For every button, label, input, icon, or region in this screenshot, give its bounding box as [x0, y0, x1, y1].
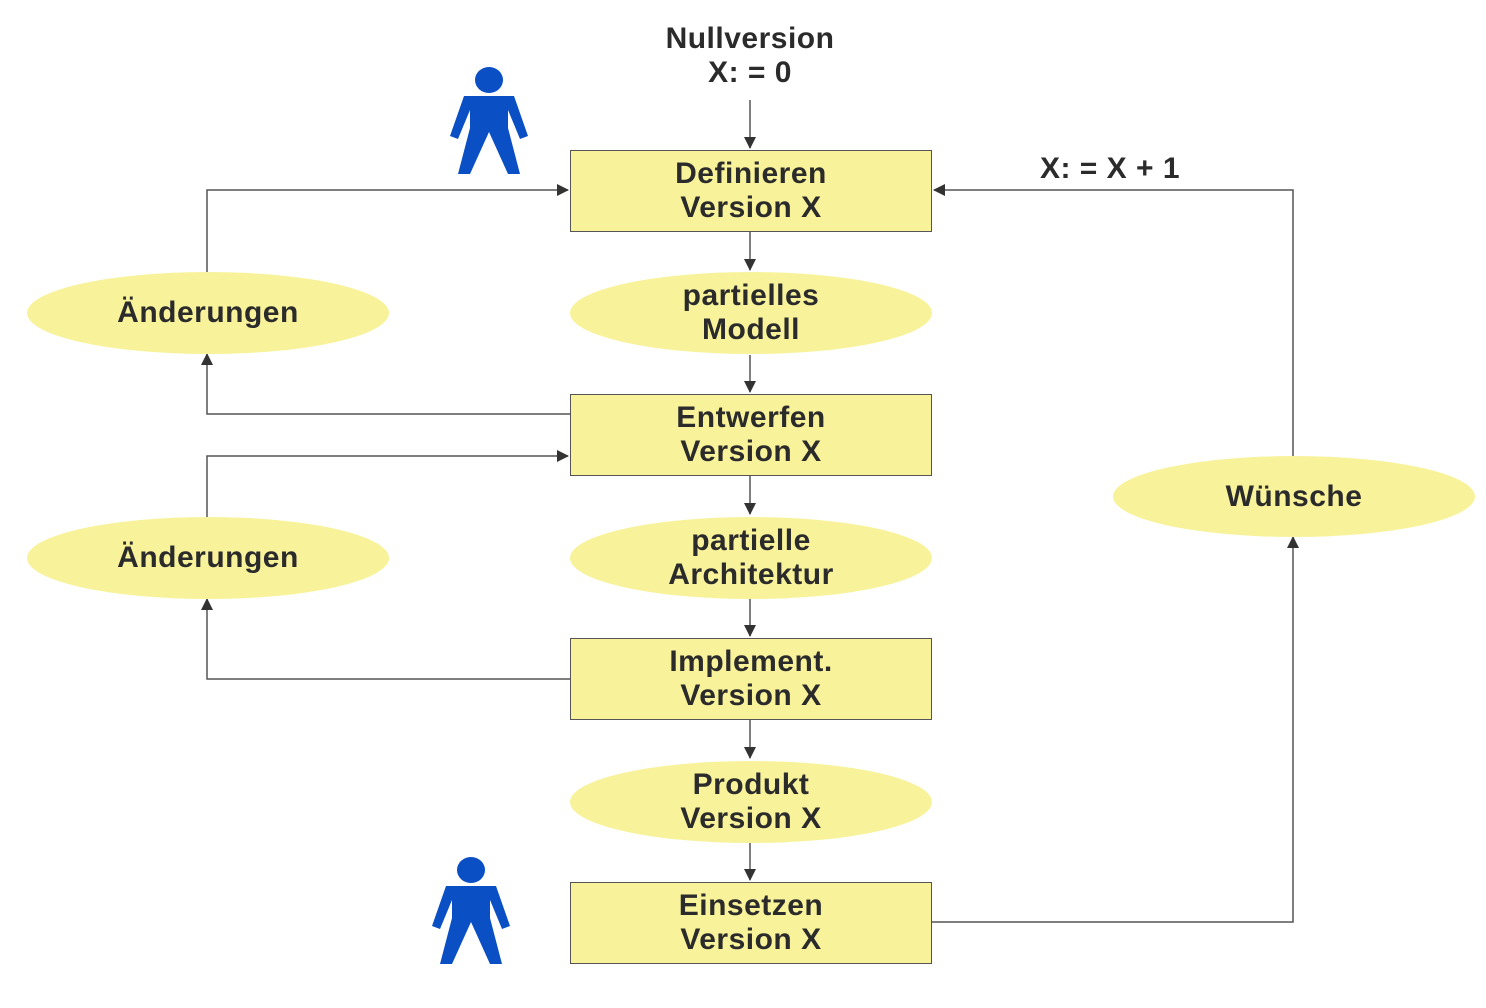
partial-model-node: partielles Modell [570, 272, 932, 354]
define-line1: Definieren [675, 157, 827, 190]
implement-line2: Version X [680, 679, 822, 712]
deploy-line1: Einsetzen [678, 889, 824, 922]
deploy-version-box: Einsetzen Version X [570, 882, 932, 964]
implement-line1: Implement. [669, 645, 833, 678]
arrow-design-to-changes [201, 353, 570, 415]
arch-line1: partielle [691, 524, 811, 557]
person-icon [450, 67, 528, 174]
arrow-changes-to-define [206, 184, 569, 272]
product-line2: Version X [680, 802, 822, 835]
start-label: Nullversion X: = 0 [600, 22, 900, 90]
define-line2: Version X [680, 191, 822, 224]
wishes-label: Wünsche [1225, 479, 1363, 513]
changes-top-label: Änderungen [117, 296, 299, 329]
changes-bottom-label: Änderungen [117, 541, 299, 574]
deploy-line2: Version X [680, 923, 822, 956]
arrow-changes-to-design [206, 450, 569, 517]
increment-label: X: = X + 1 [1039, 152, 1181, 185]
arrow-wishes-to-define [933, 184, 1294, 456]
product-version-node: Produkt Version X [570, 761, 932, 843]
partial-architecture-node: partielle Architektur [570, 517, 932, 599]
arrow-implement-to-changes [201, 598, 570, 680]
changes-node-bottom: Änderungen [27, 517, 389, 599]
start-label-line2: X: = 0 [708, 56, 792, 89]
arrow-deploy-to-wishes [932, 536, 1299, 923]
define-version-box: Definieren Version X [570, 150, 932, 232]
changes-node-top: Änderungen [27, 272, 389, 354]
product-line1: Produkt [692, 768, 810, 801]
model-line1: partielles [682, 279, 820, 312]
wishes-node: Wünsche [1113, 456, 1475, 537]
implement-version-box: Implement. Version X [570, 638, 932, 720]
start-label-line1: Nullversion [665, 22, 835, 55]
arch-line2: Architektur [668, 558, 834, 591]
design-version-box: Entwerfen Version X [570, 394, 932, 476]
person-icon [432, 857, 510, 964]
design-line1: Entwerfen [676, 401, 826, 434]
model-line2: Modell [702, 313, 800, 346]
design-line2: Version X [680, 435, 822, 468]
